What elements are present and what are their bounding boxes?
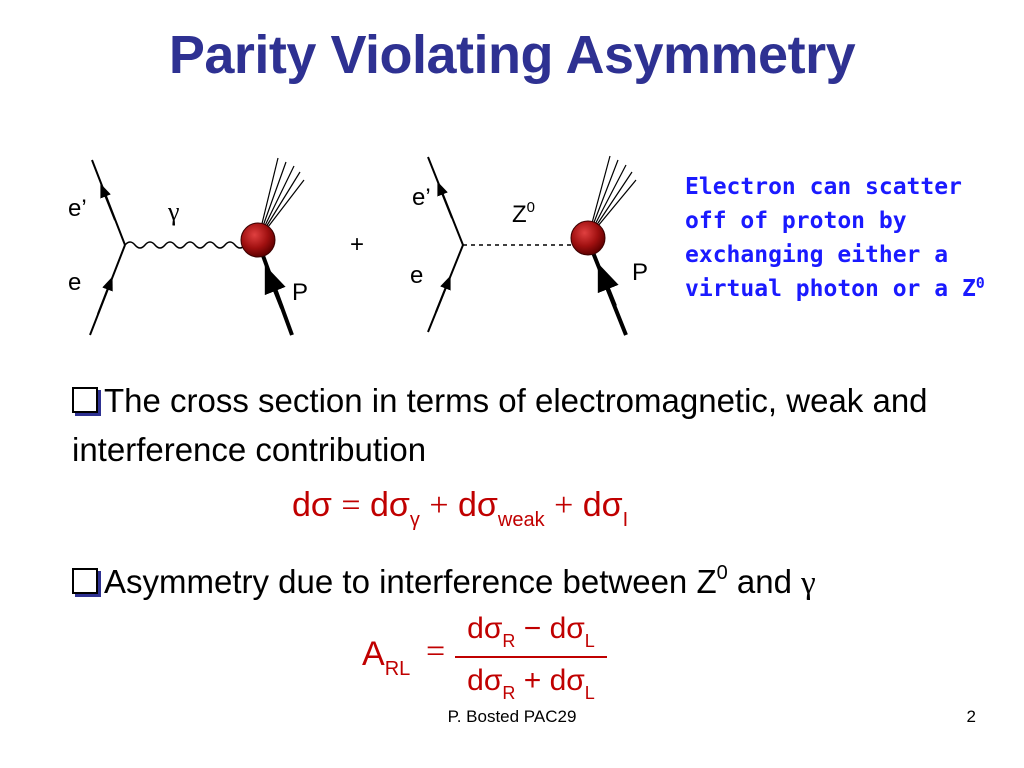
label-e: e [68,269,81,296]
proton-arrow [264,265,286,309]
label-e-prime: e’ [412,184,431,211]
fraction-numerator: dσR − dσL [467,612,595,651]
side-note-line: exchanging either a [685,242,949,268]
photon-wavy-line [124,241,246,249]
footer-author: P. Bosted PAC29 [447,707,577,726]
side-note-line: off of proton by [685,208,907,234]
side-note: Electron can scatter off of proton by ex… [685,170,1015,306]
incoming-electron-arrow [435,275,451,313]
feynman-diagram-photon: e’ e γ P [68,157,308,336]
bullet-box-icon [72,387,98,413]
bullet-asymmetry: Asymmetry due to interference between Z0… [72,557,972,608]
equation-asymmetry-equals: = [426,633,446,670]
fraction-denominator: dσR + dσL [467,663,595,703]
incoming-electron-arrow [97,276,113,315]
label-gamma: γ [167,197,180,226]
slide-title: Parity Violating Asymmetry [168,25,856,85]
equation-cross-section: dσ = dσγ + dσweak + dσI [292,486,629,531]
equation-asymmetry-lhs: ARL [362,635,411,680]
label-z-boson: Z0 [512,199,535,228]
bullet-text: Asymmetry due to interference between Z [104,563,717,600]
label-e: e [410,262,423,289]
proton-arrow [597,263,619,307]
bullet-box-icon [72,568,98,594]
outgoing-electron-arrow [437,181,453,219]
feynman-diagram-z-boson: e’ e Z0 P [410,155,648,336]
side-note-line: virtual photon or a Z0 [685,274,985,303]
bullet-cross-section: The cross section in terms of electromag… [72,376,972,474]
label-e-prime: e’ [68,195,87,222]
proton-vertex-blob [570,220,606,256]
label-proton: P [292,279,308,306]
plus-sign: + [350,231,364,258]
label-proton: P [632,259,648,286]
outgoing-electron-arrow [100,183,116,221]
fraction-bar [455,656,607,658]
page-number: 2 [966,707,976,726]
proton-vertex-blob [240,222,276,258]
bullet-text: The cross section in terms of electromag… [72,382,928,468]
side-note-line: Electron can scatter [685,174,962,200]
equation-asymmetry-fraction: dσR − dσL dσR + dσL [455,612,607,704]
gamma-symbol: γ [801,565,816,601]
